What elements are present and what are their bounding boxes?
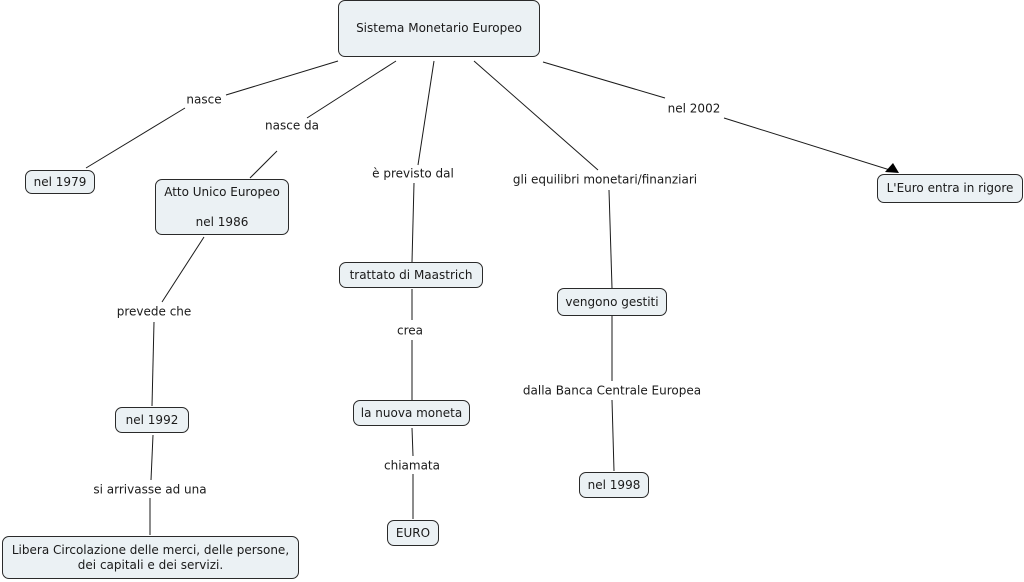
- link-label-previsto: è previsto dal: [370, 166, 456, 182]
- line-root-equilibri: [473, 60, 599, 171]
- concept-euro-rigore[interactable]: L'Euro entra in rigore: [877, 174, 1023, 203]
- link-label-crea: crea: [394, 323, 426, 339]
- link-label-equilibri: gli equilibri monetari/finanziari: [510, 172, 700, 188]
- concept-text: trattato di Maastrich: [349, 267, 473, 282]
- concept-text: L'Euro entra in rigore: [886, 181, 1014, 195]
- line-atto-prevede: [161, 236, 205, 303]
- concept-nel-1998[interactable]: nel 1998: [579, 472, 649, 498]
- concept-text: Atto Unico Europeo: [164, 184, 280, 199]
- concept-text: Libera Circolazione delle merci, delle p…: [11, 542, 290, 557]
- concept-text: nel 1992: [125, 412, 179, 427]
- concept-text: la nuova moneta: [360, 405, 463, 420]
- arrowhead-icon: [885, 163, 899, 173]
- concept-root-text: Sistema Monetario Europeo: [356, 21, 522, 35]
- line-nascida-atto: [249, 150, 278, 179]
- concept-text: nel 1979: [33, 174, 87, 189]
- concept-nel-1979[interactable]: nel 1979: [25, 170, 95, 194]
- link-label-nasce: nasce: [184, 92, 224, 108]
- line-root-nascida: [306, 60, 397, 119]
- link-label-banca: dalla Banca Centrale Europea: [520, 383, 704, 399]
- concept-text: dei capitali e dei servizi.: [77, 557, 224, 572]
- line-prevede-1992: [151, 321, 155, 407]
- link-label-arrivasse: si arrivasse ad una: [91, 482, 209, 498]
- concept-nuova-moneta[interactable]: la nuova moneta: [353, 400, 470, 426]
- line-1992-arrivasse: [150, 434, 154, 481]
- concept-text: nel 1998: [587, 477, 641, 492]
- line-moneta-chiamata: [411, 427, 414, 457]
- link-label-nel-2002: nel 2002: [665, 101, 723, 117]
- link-label-nasce-da: nasce da: [263, 118, 321, 134]
- concept-libera-circolazione[interactable]: Libera Circolazione delle merci, delle p…: [2, 536, 299, 579]
- concept-text: nel 1986: [195, 214, 249, 229]
- line-banca-1998: [611, 399, 615, 472]
- concept-atto-unico[interactable]: Atto Unico Europeo nel 1986: [155, 179, 289, 235]
- line-root-previsto: [417, 60, 435, 166]
- line-root-2002: [542, 61, 666, 99]
- link-label-chiamata: chiamata: [382, 458, 442, 474]
- line-root-nasce: [225, 60, 339, 96]
- concept-text: EURO: [395, 525, 431, 540]
- line-previsto-maastrich: [411, 182, 415, 263]
- concept-maastrich[interactable]: trattato di Maastrich: [339, 262, 483, 288]
- concept-text: vengono gestiti: [565, 294, 659, 309]
- concept-nel-1992[interactable]: nel 1992: [115, 407, 189, 433]
- concept-root[interactable]: Sistema Monetario Europeo: [338, 0, 540, 57]
- concept-euro[interactable]: EURO: [387, 520, 439, 546]
- line-nasce-1979: [85, 107, 186, 169]
- line-equilibri-gestiti: [608, 189, 613, 289]
- line-2002-rigore: [723, 117, 891, 171]
- link-label-prevede: prevede che: [114, 304, 194, 320]
- concept-vengono-gestiti[interactable]: vengono gestiti: [557, 288, 667, 316]
